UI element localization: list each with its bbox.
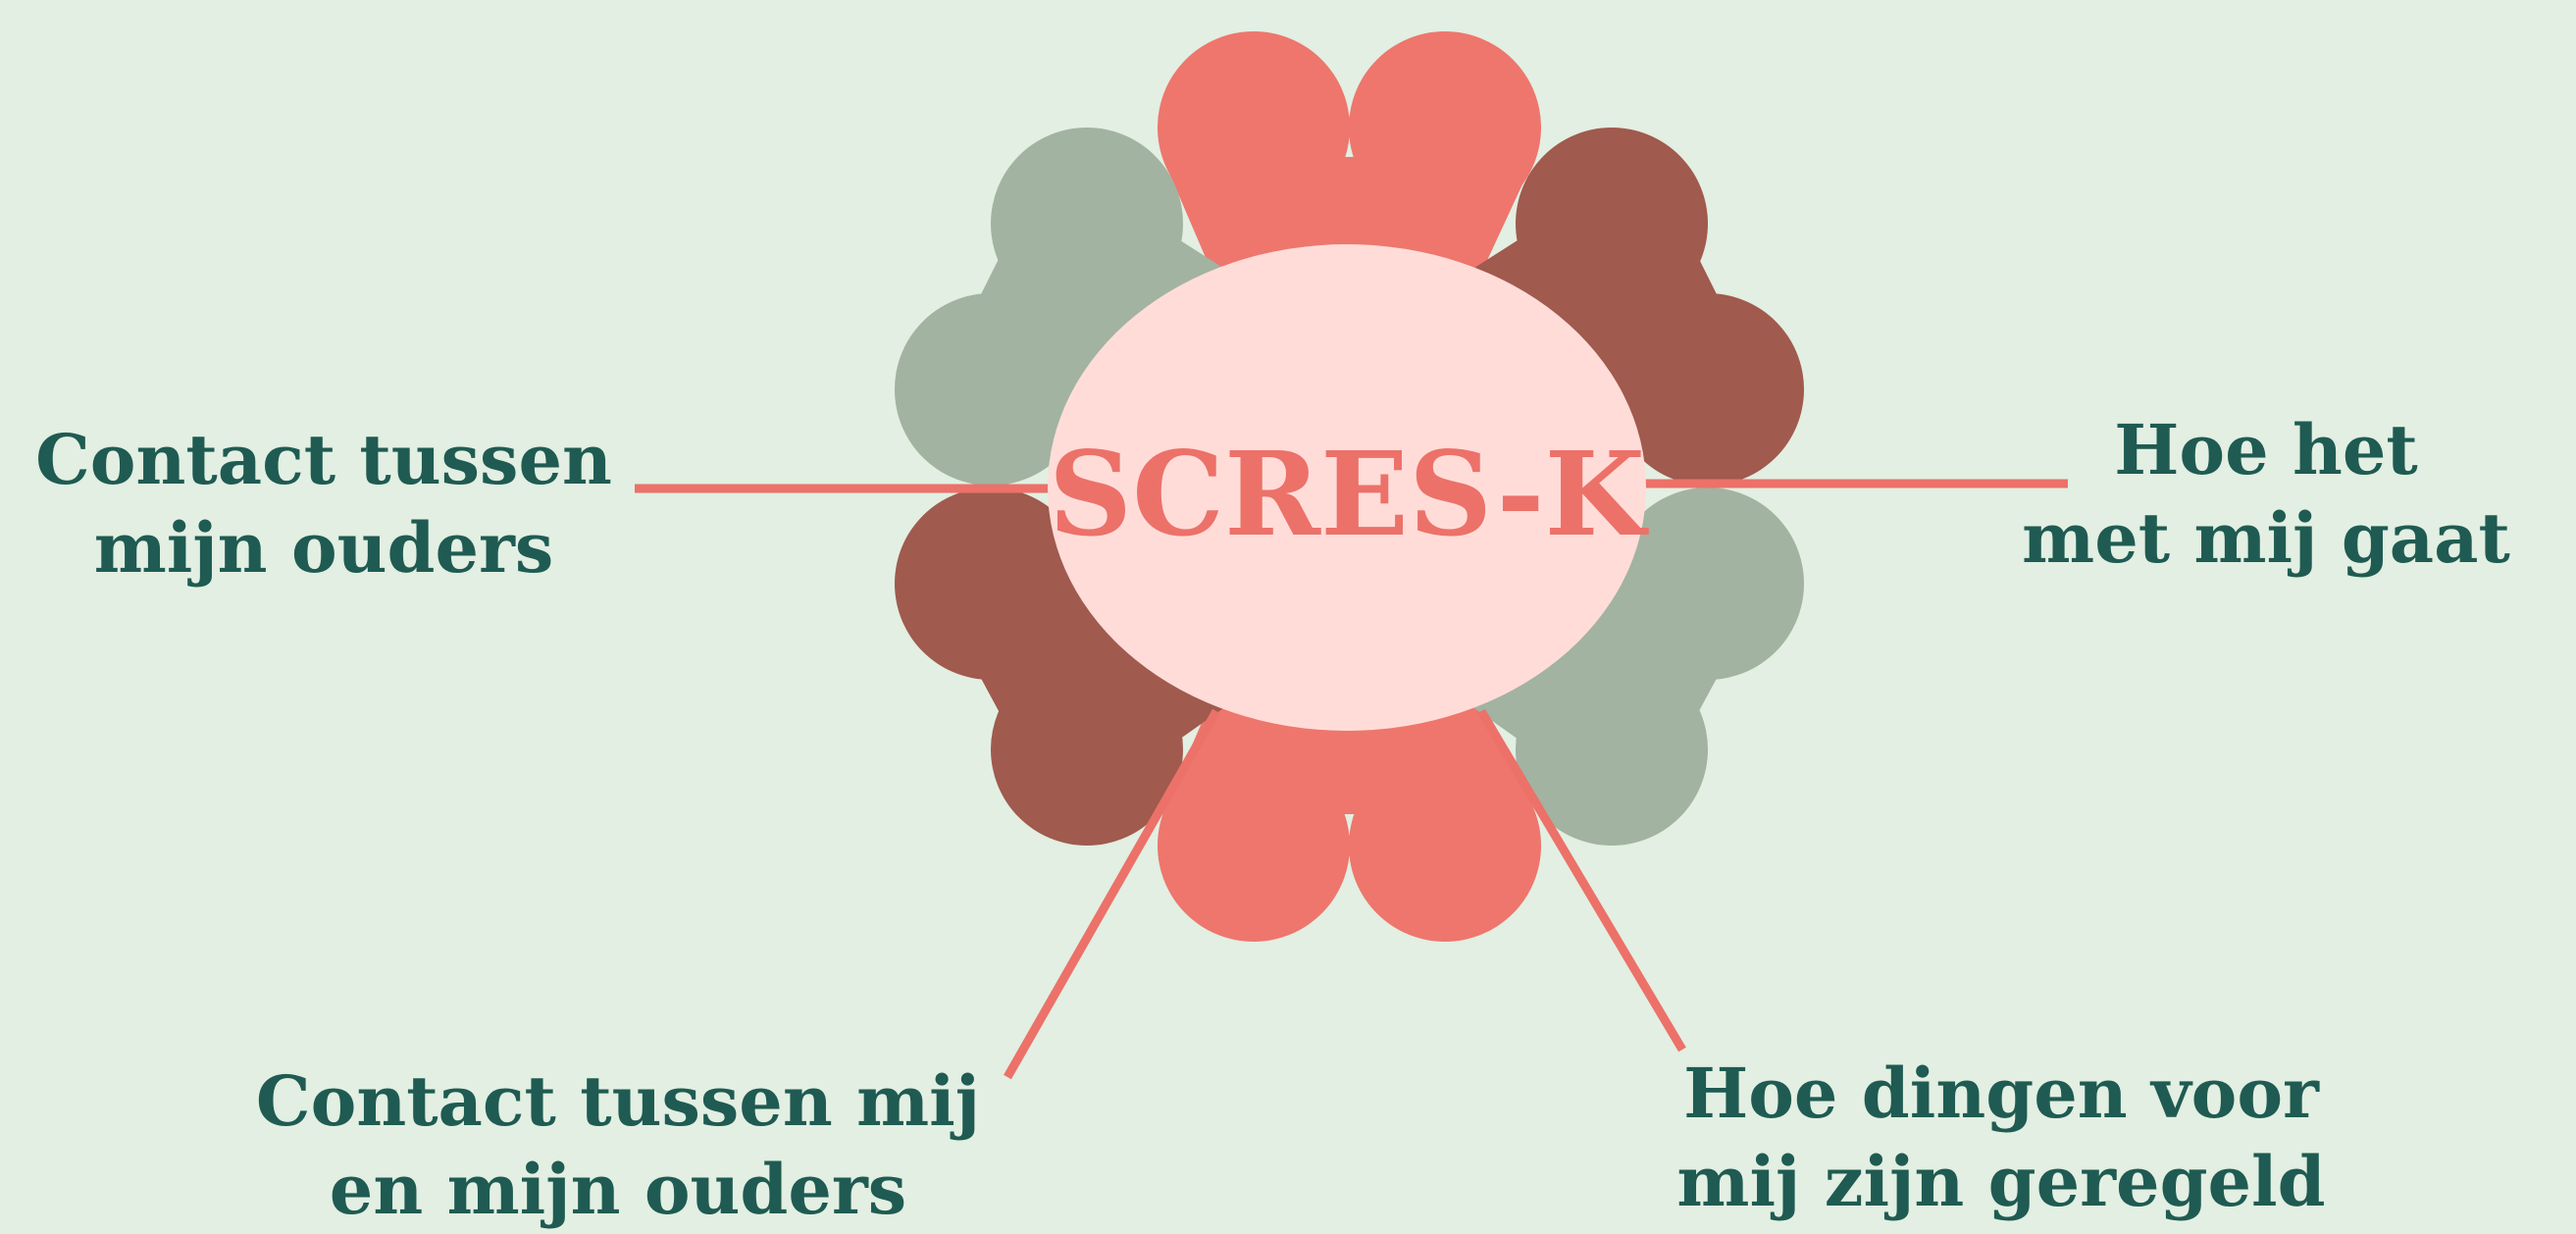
label-bottom-left-line1: Contact tussen mij (255, 1060, 981, 1142)
petal-upper-left (895, 128, 1226, 486)
center-ellipse (1048, 244, 1646, 731)
petal-lower-left (895, 488, 1226, 846)
label-bottom-left: Contact tussen mij en mijn ouders (255, 1057, 981, 1234)
label-top-right-line1: Hoe het (2114, 409, 2418, 490)
label-top-left-line2: mijn ouders (93, 507, 554, 589)
label-bottom-right-line2: mij zijn geregeld (1676, 1141, 2326, 1222)
label-top-right: Hoe het met mij gaat (2011, 406, 2521, 583)
label-bottom-left-line2: en mijn ouders (329, 1149, 907, 1230)
petal-lower-right (1471, 488, 1804, 846)
connector-line-bottom-left (1004, 708, 1220, 1080)
label-bottom-right-line1: Hoe dingen voor (1683, 1053, 2319, 1134)
label-bottom-right: Hoe dingen voor mij zijn geregeld (1668, 1050, 2335, 1226)
petal-upper-right (1471, 128, 1804, 486)
center-title: SCRES-K (1049, 426, 1650, 562)
label-top-left: Contact tussen mijn ouders (20, 416, 628, 592)
connector-line-bottom-right (1477, 708, 1686, 1053)
label-top-right-line2: met mij gaat (2022, 497, 2510, 579)
label-top-left-line1: Contact tussen (35, 419, 612, 500)
